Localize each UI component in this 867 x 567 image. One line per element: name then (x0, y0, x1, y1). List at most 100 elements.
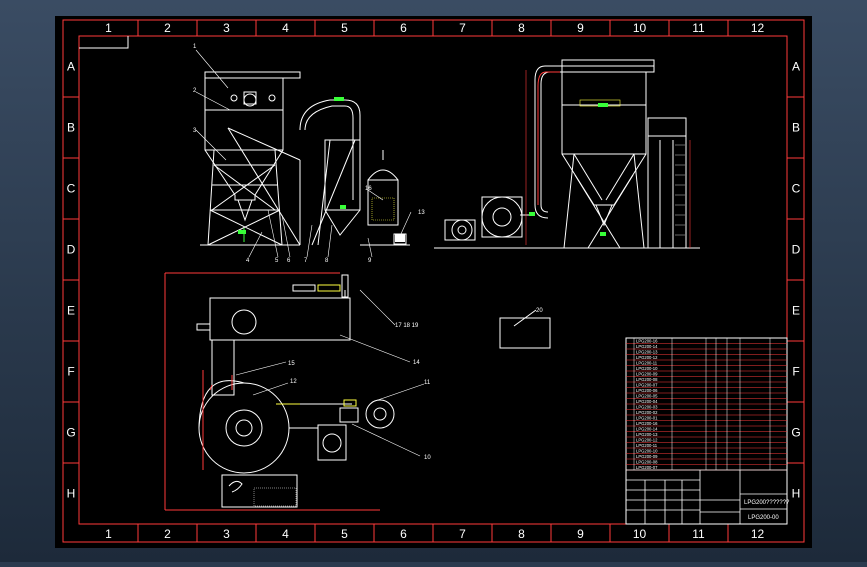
parts-list-code: LPG200-11 (636, 443, 658, 448)
column-label: 1 (105, 527, 112, 541)
plan-view-part-labels: 17 18 19 14 15 12 11 10 (288, 323, 431, 461)
plan-view-leaders (235, 289, 425, 457)
row-label: B (792, 121, 800, 135)
column-label: 3 (223, 527, 230, 541)
column-label: 2 (164, 527, 171, 541)
part-label-12: 12 (290, 379, 297, 385)
front-view-part-labels: 1 2 3 4 5 6 7 8 9 16 13 (193, 44, 425, 264)
title-block-name: LPG200??????? (744, 500, 790, 506)
bag-filter-fill (371, 197, 395, 221)
parts-list-code: LPG200-10 (636, 448, 658, 453)
side-view-duct-highlight (537, 71, 560, 205)
column-label: 10 (633, 21, 647, 35)
parts-list-code: LPG200-11 (636, 360, 658, 365)
column-label: 9 (577, 527, 584, 541)
part-label-11: 11 (424, 380, 431, 386)
row-label: A (792, 60, 800, 74)
row-label: E (792, 304, 800, 318)
column-label: 4 (282, 527, 289, 541)
title-block (626, 469, 787, 524)
parts-list-code: LPG200-02 (636, 410, 658, 415)
sheet-background (55, 16, 812, 548)
row-label: F (792, 365, 799, 379)
parts-list-code: LPG200-04 (636, 399, 658, 404)
row-label: G (66, 426, 75, 440)
parts-list-code: LPG200-01 (636, 415, 658, 420)
parts-list-code: LPG200-08 (636, 459, 658, 464)
front-view-green-marks (238, 97, 346, 234)
parts-list-code: LPG200-12 (636, 355, 658, 360)
parts-list-code: LPG200-09 (636, 371, 658, 376)
front-view-dryer (200, 71, 410, 246)
parts-list-code: LPG200-16 (636, 421, 658, 426)
parts-list: LPG200-16LPG200-14LPG200-13LPG200-12LPG2… (625, 337, 790, 525)
parts-list-columns (633, 338, 771, 470)
part-label-2: 2 (193, 88, 197, 94)
side-view-markers (529, 103, 608, 236)
part-label-13: 13 (418, 210, 425, 216)
row-label: B (67, 121, 75, 135)
feed-fan (395, 234, 405, 242)
motor-base (253, 487, 297, 507)
parts-list-rows: LPG200-16LPG200-14LPG200-13LPG200-12LPG2… (626, 338, 787, 471)
column-label: 11 (692, 527, 705, 541)
parts-list-code: LPG200-06 (636, 388, 658, 393)
column-label: 8 (518, 527, 525, 541)
part-label-3: 3 (193, 128, 197, 134)
column-label: 7 (459, 527, 466, 541)
column-label: 10 (633, 527, 647, 541)
part-label-10: 10 (424, 455, 431, 461)
row-label: E (67, 304, 75, 318)
callout-20: 20 (536, 308, 543, 314)
column-label: 7 (459, 21, 466, 35)
row-label: G (791, 426, 800, 440)
column-label: 4 (282, 21, 289, 35)
column-label: 1 (105, 21, 112, 35)
callout-17-18-19: 17 18 19 (395, 323, 419, 329)
column-label: 5 (341, 527, 348, 541)
parts-list-code: LPG200-03 (636, 404, 658, 409)
parts-list-code: LPG200-07 (636, 382, 658, 387)
part-label-9: 9 (368, 258, 372, 264)
column-label: 12 (751, 21, 765, 35)
row-label: C (792, 182, 801, 196)
parts-list-code: LPG200-13 (636, 432, 658, 437)
part-label-6: 6 (287, 258, 291, 264)
part-label-1: 1 (193, 44, 197, 50)
parts-list-code: LPG200-10 (636, 366, 658, 371)
column-label: 6 (400, 21, 407, 35)
parts-list-code: LPG200-14 (636, 426, 658, 431)
row-label: D (792, 243, 801, 257)
part-label-5: 5 (275, 258, 279, 264)
plan-view-yellow (276, 284, 357, 407)
front-view-leaders (195, 49, 412, 258)
parts-list-code: LPG200-14 (636, 344, 658, 349)
parts-list-code: LPG200-13 (636, 349, 658, 354)
side-view-heater-fill (675, 144, 685, 236)
column-label: 11 (692, 21, 705, 35)
title-block-drawing-no: LPG200-00 (748, 515, 779, 521)
parts-list-code: LPG200-08 (636, 377, 658, 382)
row-label: D (67, 243, 76, 257)
column-label: 5 (341, 21, 348, 35)
parts-list-code: LPG200-12 (636, 437, 658, 442)
row-label: H (67, 487, 76, 501)
column-label: 6 (400, 527, 407, 541)
parts-list-code: LPG200-07 (636, 465, 658, 470)
detail-box-20 (499, 309, 551, 349)
plan-view-red-outline (164, 272, 380, 511)
row-label: H (792, 487, 801, 501)
part-label-4: 4 (246, 258, 250, 264)
column-label: 3 (223, 21, 230, 35)
row-labels-right: A B C D E F G H (787, 60, 804, 501)
column-label: 12 (751, 527, 765, 541)
part-label-8: 8 (325, 258, 329, 264)
column-label: 8 (518, 21, 525, 35)
part-label-16: 16 (365, 186, 372, 192)
part-label-15: 15 (288, 361, 295, 367)
